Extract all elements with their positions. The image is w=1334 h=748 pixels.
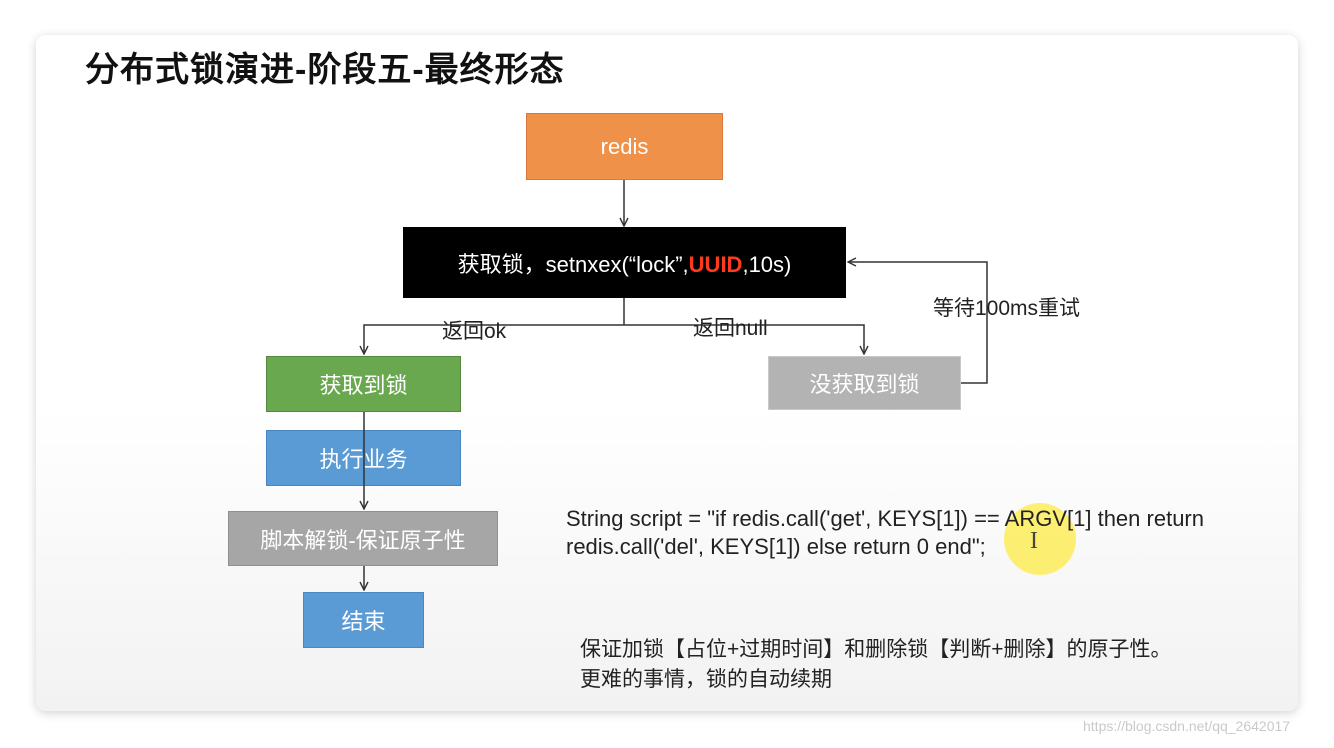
acquire-lock-label: 获取锁，setnxex(“lock”,UUID,10s): [458, 247, 792, 279]
acquire-lock-prefix: 获取锁，setnxex(“lock”,: [457, 251, 689, 277]
watermark-url: https://blog.csdn.net/qq_2642017: [1083, 718, 1291, 734]
got-lock-box: 获取到锁: [266, 356, 461, 412]
acquire-lock-box: 获取锁，setnxex(“lock”,UUID,10s): [403, 227, 846, 298]
no-lock-box: 没获取到锁: [768, 356, 961, 410]
slide-title: 分布式锁演进-阶段五-最终形态: [85, 51, 565, 89]
arrow-to-got-lock: [364, 324, 624, 354]
arrow-retry-loop: [848, 262, 988, 384]
label-return-null: 返回null: [693, 317, 768, 340]
arrow-to-no-lock: [624, 324, 864, 354]
lua-script-code: String script = "if redis.call('get', KE…: [566, 505, 1204, 561]
summary-note-line-1: 保证加锁【占位+过期时间】和删除锁【判断+删除】的原子性。: [580, 638, 1172, 661]
label-retry: 等待100ms重试: [933, 297, 1081, 320]
redis-box-label: redis: [600, 133, 649, 159]
redis-box: redis: [526, 113, 723, 180]
lua-script-line-1: String script = "if redis.call('get', KE…: [566, 506, 1204, 531]
summary-note: 保证加锁【占位+过期时间】和删除锁【判断+删除】的原子性。 更难的事情，锁的自动…: [580, 635, 1172, 695]
lua-script-line-2: redis.call('del', KEYS[1]) else return 0…: [566, 534, 986, 559]
end-box: 结束: [303, 592, 424, 648]
acquire-lock-suffix: ,10s): [742, 251, 792, 277]
label-return-ok: 返回ok: [442, 320, 507, 343]
acquire-lock-uuid: UUID: [688, 251, 743, 277]
summary-note-line-2: 更难的事情，锁的自动续期: [580, 668, 832, 691]
text-cursor-icon: I: [1030, 528, 1038, 554]
unlock-script-box: 脚本解锁-保证原子性: [228, 511, 498, 566]
cursor-highlight: [1004, 503, 1076, 575]
